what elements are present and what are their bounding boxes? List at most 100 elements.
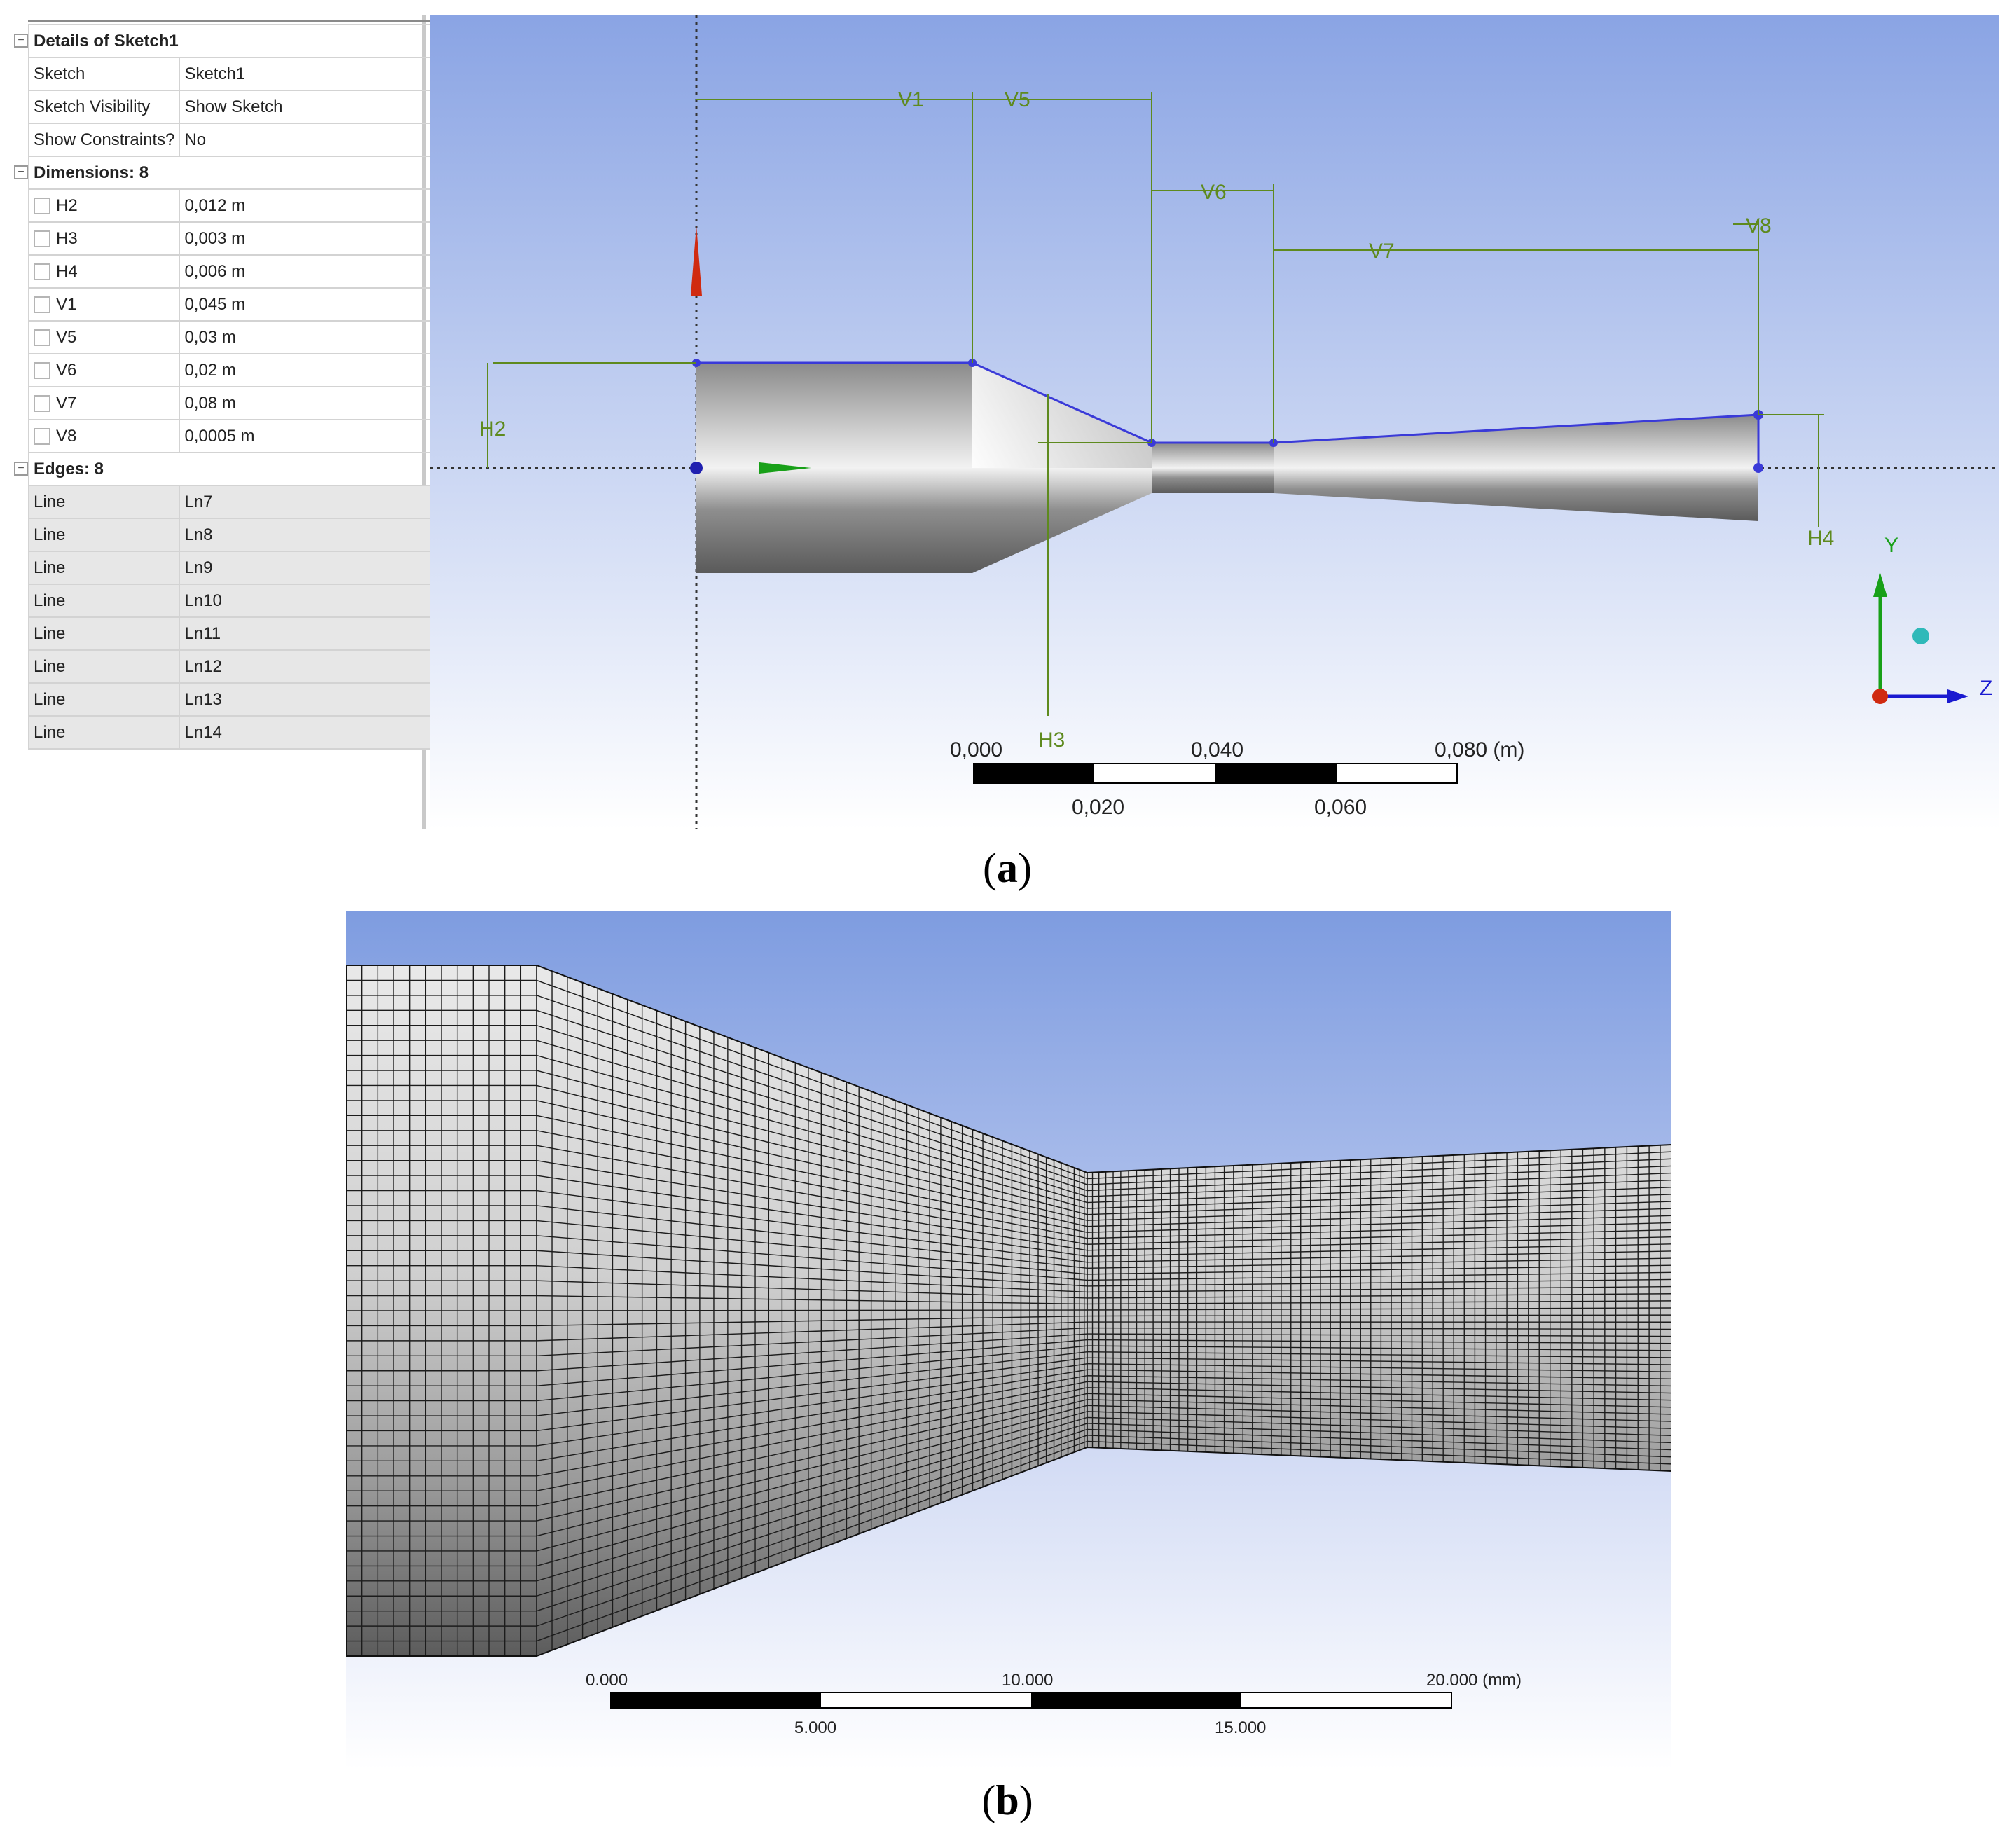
property-name: Line	[34, 656, 66, 676]
property-row[interactable]: Show Constraints?No	[27, 123, 436, 157]
dim-label-h3[interactable]: H3	[1038, 729, 1065, 752]
edge-row-value[interactable]: Ln11	[179, 616, 436, 651]
dimension-row[interactable]: V7 0,08 m	[27, 386, 436, 420]
parameter-checkbox[interactable]	[34, 395, 50, 413]
dimension-row-value[interactable]: 0,0005 m	[179, 419, 436, 453]
mesh-viewport[interactable]: 0.000 10.000 20.000 (mm) 5.000 15.000	[346, 911, 1671, 1770]
dimension-row-label: V7	[27, 386, 181, 420]
triad-y-label: Y	[1884, 534, 1898, 557]
dimension-row-label: V6	[27, 353, 181, 387]
collapse-toggle[interactable]: −	[14, 462, 28, 476]
dim-label-v1[interactable]: V1	[898, 88, 924, 111]
dimension-row-value[interactable]: 0,045 m	[179, 287, 436, 322]
axis-triad[interactable]: Y Z	[1872, 534, 1992, 704]
sketch-profile[interactable]	[690, 359, 1763, 474]
dim-label-v7[interactable]: V7	[1369, 240, 1395, 263]
group-header-details[interactable]: Details of Sketch1	[28, 24, 436, 58]
property-name: Sketch	[34, 64, 85, 83]
parameter-checkbox[interactable]	[34, 263, 50, 281]
edge-row-label: Line	[27, 715, 181, 750]
dim-label-v8[interactable]: V8	[1746, 214, 1772, 237]
edge-row-value[interactable]: Ln9	[179, 551, 436, 585]
scale-label: 10.000	[1002, 1671, 1053, 1690]
parameter-checkbox[interactable]	[34, 329, 50, 347]
dimension-row-value[interactable]: 0,003 m	[179, 221, 436, 256]
edge-row-value[interactable]: Ln8	[179, 518, 436, 552]
group-header-edges[interactable]: Edges: 8	[28, 452, 436, 486]
origin-point[interactable]	[690, 462, 703, 474]
dim-label-v5[interactable]: V5	[1005, 88, 1030, 111]
edge-row-value[interactable]: Ln10	[179, 584, 436, 618]
sketch-point[interactable]	[1753, 463, 1763, 473]
edge-row[interactable]: Line Ln12	[27, 649, 436, 684]
property-name: Line	[34, 591, 66, 610]
property-name: Line	[34, 558, 66, 577]
dim-label-h4[interactable]: H4	[1807, 527, 1834, 550]
property-name: V7	[56, 393, 77, 413]
property-row-value[interactable]: Show Sketch	[179, 90, 436, 124]
parameter-checkbox[interactable]	[34, 198, 50, 215]
nozzle-body[interactable]	[696, 363, 1758, 573]
dimension-row[interactable]: V1 0,045 m	[27, 287, 436, 322]
dimension-row-label: H3	[27, 221, 181, 256]
property-name: H3	[56, 228, 78, 248]
dimension-row-value[interactable]: 0,02 m	[179, 353, 436, 387]
dim-label-h2[interactable]: H2	[479, 418, 506, 441]
property-name: V1	[56, 294, 77, 314]
dimension-row[interactable]: H2 0,012 m	[27, 188, 436, 223]
collapse-toggle[interactable]: −	[14, 34, 28, 48]
group-header-dimensions[interactable]: Dimensions: 8	[28, 156, 436, 190]
edge-row-label: Line	[27, 616, 181, 651]
property-row-value[interactable]: Sketch1	[179, 57, 436, 91]
edge-row-label: Line	[27, 649, 181, 684]
edge-row[interactable]: Line Ln9	[27, 551, 436, 585]
scale-label: 20.000 (mm)	[1426, 1671, 1522, 1690]
parameter-checkbox[interactable]	[34, 428, 50, 446]
edge-row-value[interactable]: Ln7	[179, 485, 436, 519]
dimension-row-value[interactable]: 0,006 m	[179, 254, 436, 289]
group-header-dimensions-label: Dimensions: 8	[28, 156, 436, 190]
scale-label: 0,060	[1314, 796, 1367, 819]
inlet-cylinder	[696, 363, 972, 573]
collapse-toggle[interactable]: −	[14, 165, 28, 179]
edge-row-value[interactable]: Ln14	[179, 715, 436, 750]
dimension-row-label: V5	[27, 320, 181, 354]
dimension-row-value[interactable]: 0,03 m	[179, 320, 436, 354]
panel-top-border	[28, 20, 434, 22]
dim-label-v6[interactable]: V6	[1201, 181, 1227, 204]
property-name: Line	[34, 492, 66, 511]
parameter-checkbox[interactable]	[34, 362, 50, 380]
edge-row-value[interactable]: Ln12	[179, 649, 436, 684]
parameter-checkbox[interactable]	[34, 230, 50, 248]
edge-row[interactable]: Line Ln7	[27, 485, 436, 519]
dimension-row-value[interactable]: 0,012 m	[179, 188, 436, 223]
x-axis-arrow	[759, 462, 811, 474]
edge-row-label: Line	[27, 584, 181, 618]
dimension-row[interactable]: H3 0,003 m	[27, 221, 436, 256]
scale-bar: 0.000 10.000 20.000 (mm) 5.000 15.000	[586, 1671, 1522, 1737]
parameter-checkbox[interactable]	[34, 296, 50, 314]
property-name: H2	[56, 195, 78, 215]
sketch-viewport[interactable]: V1 V5 V6 V7 V8 H2 H3 H4 0,000 0,040 0,08…	[430, 15, 1999, 829]
property-row-label: Show Constraints?	[27, 123, 181, 157]
dimension-row[interactable]: V8 0,0005 m	[27, 419, 436, 453]
edge-row-value[interactable]: Ln13	[179, 682, 436, 717]
property-name: Dimensions: 8	[34, 163, 149, 182]
scale-label: 15.000	[1215, 1718, 1266, 1737]
mesh-body[interactable]	[346, 965, 1671, 1657]
dimension-row-value[interactable]: 0,08 m	[179, 386, 436, 420]
property-row-value[interactable]: No	[179, 123, 436, 157]
scale-label: 0.000	[586, 1671, 628, 1690]
edge-row[interactable]: Line Ln10	[27, 584, 436, 618]
property-row[interactable]: Sketch Sketch1	[27, 57, 436, 91]
property-name: V8	[56, 426, 77, 446]
